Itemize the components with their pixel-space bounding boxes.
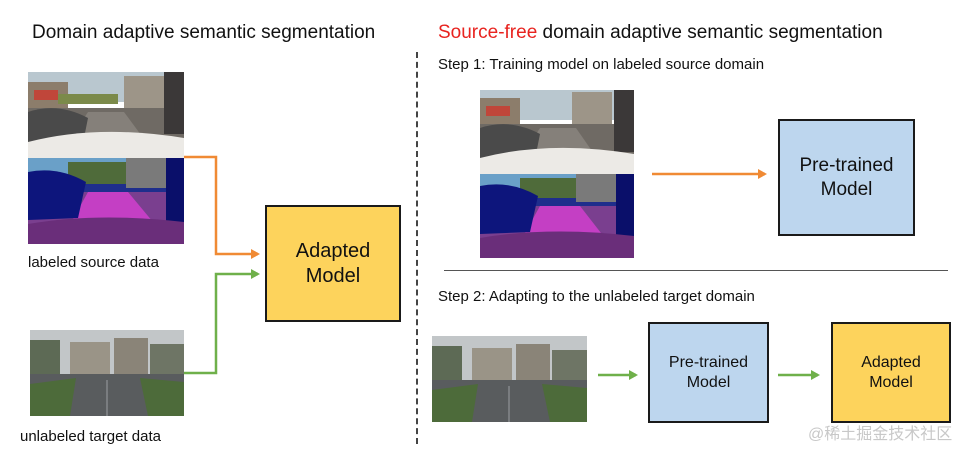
- source-data-caption: labeled source data: [28, 254, 159, 271]
- watermark: @稀土掘金技术社区: [808, 426, 953, 443]
- step2-pretrained-label-line2: Model: [686, 373, 731, 391]
- adapted-model-box: Adapted Model: [265, 205, 401, 322]
- step1-label: Step 1: Training model on labeled source…: [438, 56, 765, 73]
- target-data-caption: unlabeled target data: [20, 428, 161, 445]
- step1-pretrained-model-box: Pre-trained Model: [778, 119, 915, 236]
- step2-pretrained-model-box: Pre-trained Model: [648, 322, 769, 423]
- target-road-image: [30, 330, 184, 416]
- step2-adapted-model-box: Adapted Model: [831, 322, 951, 423]
- step2-label: Step 2: Adapting to the unlabeled target…: [438, 288, 755, 305]
- step2-adapted-label-line1: Adapted: [861, 353, 921, 371]
- step2-target-road-image: [432, 336, 587, 422]
- adapted-model-label-line1: Adapted: [295, 240, 371, 263]
- source-free-highlight: Source-free: [438, 22, 538, 43]
- step1-pretrained-label-line1: Pre-trained: [799, 155, 894, 177]
- adapted-model-label-line2: Model: [305, 264, 361, 287]
- source-road-image: [28, 72, 184, 158]
- right-panel-title: Source-free domain adaptive semantic seg…: [438, 22, 883, 44]
- source-arrow: [184, 155, 260, 259]
- step2-pretrained-label-line1: Pre-trained: [668, 353, 749, 371]
- right-title-rest: domain adaptive semantic segmentation: [537, 22, 883, 43]
- step1-source-road-image: [480, 90, 634, 174]
- step1-pretrained-label-line2: Model: [820, 178, 873, 200]
- step2-adapted-label-line2: Model: [869, 373, 913, 391]
- left-panel-title: Domain adaptive semantic segmentation: [32, 22, 376, 43]
- source-label-map: [28, 158, 184, 244]
- step-separator: [444, 270, 948, 271]
- panel-divider: [416, 52, 418, 444]
- step1-source-label-map: [480, 174, 634, 258]
- target-arrow: [184, 269, 260, 375]
